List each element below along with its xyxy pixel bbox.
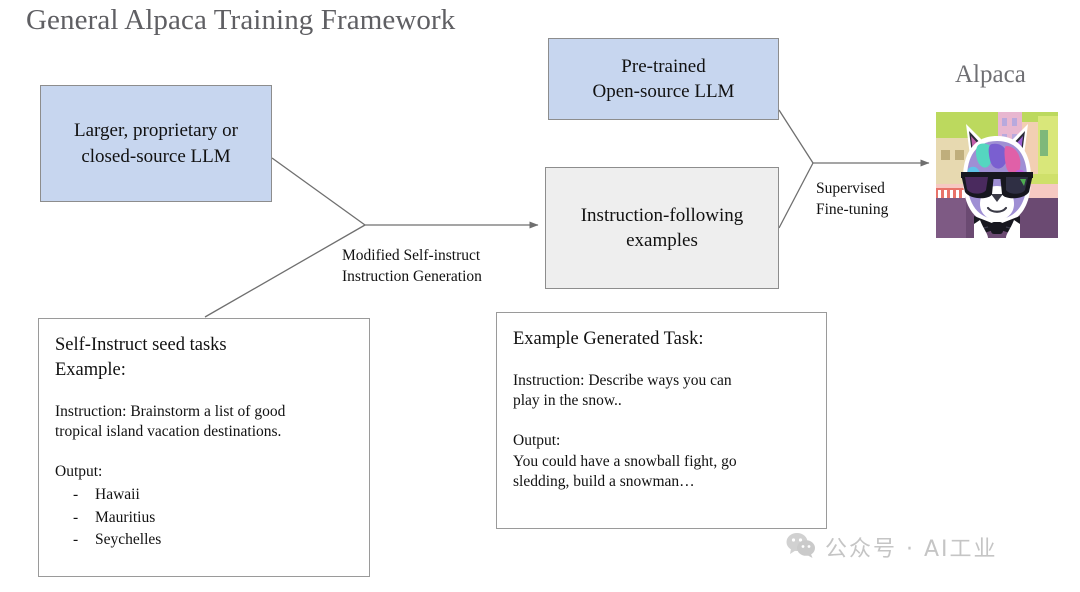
list-item: - Mauritius (55, 507, 353, 529)
watermark: 公众号 · AI工业 (786, 531, 998, 563)
note-generated-task-body: Example Generated Task: Instruction: Des… (497, 313, 826, 493)
list-bullet: - (73, 531, 79, 549)
list-bullet: - (73, 508, 79, 526)
note-seed-tasks-output-list: - Hawaii - Mauritius - Seychelles (55, 484, 353, 551)
box-pretrained-llm-label: Pre-trained Open-source LLM (592, 55, 735, 102)
connector-seed-tasks-to-merge (204, 224, 366, 318)
box-instruction-following-examples[interactable]: Instruction-following examples (545, 167, 779, 289)
note-generated-task-output-label: Output: (513, 432, 561, 449)
note-generated-task-output-text: You could have a snowball fight, go sled… (513, 452, 737, 491)
connector-source-llm-to-merge (271, 157, 366, 226)
watermark-text: 公众号 · AI工业 (825, 537, 998, 562)
note-seed-tasks-instruction: Instruction: Brainstorm a list of good t… (55, 402, 286, 441)
connector-examples-to-merge (778, 162, 814, 229)
edge-label-supervised-fine-tuning: Supervised Fine-tuning (816, 180, 889, 219)
alpaca-avatar-image (936, 112, 1058, 238)
list-item-label: Mauritius (95, 508, 156, 526)
connector-pretrained-to-merge (778, 109, 814, 164)
list-item: - Hawaii (55, 484, 353, 506)
box-source-llm-label: Larger, proprietary or closed-source LLM (73, 120, 238, 167)
box-source-llm[interactable]: Larger, proprietary or closed-source LLM (40, 85, 272, 202)
note-seed-tasks-heading: Self-Instruct seed tasks Example: (55, 335, 227, 380)
wechat-icon (786, 532, 816, 563)
list-item-label: Hawaii (95, 486, 140, 504)
list-bullet: - (73, 486, 79, 504)
note-seed-tasks-body: Self-Instruct seed tasks Example: Instru… (39, 319, 369, 552)
list-item-label: Seychelles (95, 531, 162, 549)
edge-label-modified-self-instruct: Modified Self-instruct Instruction Gener… (342, 247, 482, 286)
note-generated-task-instruction: Instruction: Describe ways you can play … (513, 371, 732, 410)
note-generated-task[interactable]: Example Generated Task: Instruction: Des… (496, 312, 827, 529)
list-item: - Seychelles (55, 529, 353, 551)
page-title: General Alpaca Training Framework (26, 4, 456, 36)
note-generated-task-heading: Example Generated Task: (513, 329, 704, 349)
box-pretrained-llm[interactable]: Pre-trained Open-source LLM (548, 38, 779, 120)
note-seed-tasks[interactable]: Self-Instruct seed tasks Example: Instru… (38, 318, 370, 577)
note-seed-tasks-output-label: Output: (55, 462, 103, 480)
box-instruction-following-examples-label: Instruction-following examples (580, 204, 744, 251)
alpaca-title: Alpaca (955, 61, 1026, 88)
